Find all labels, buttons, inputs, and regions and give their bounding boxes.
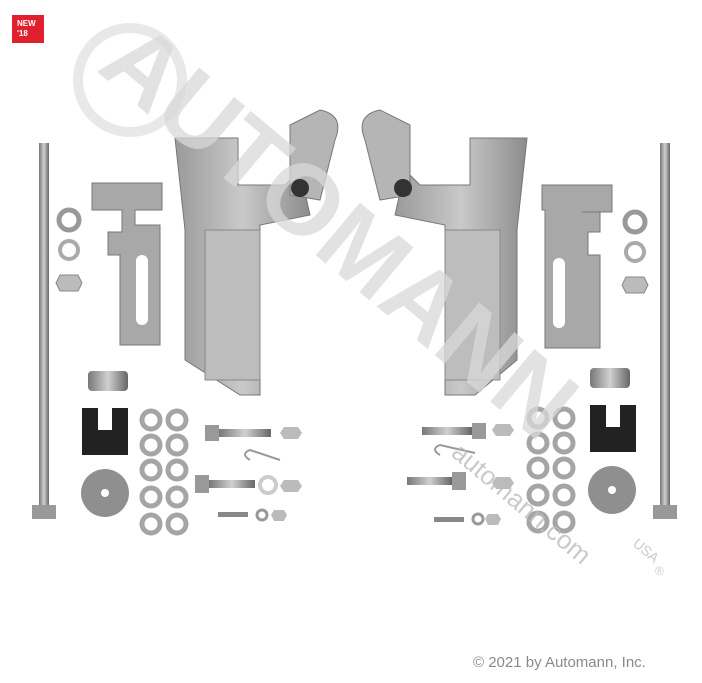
washers-nut-left: [55, 207, 83, 292]
bolts-right: [407, 423, 514, 526]
main-bracket-left: [174, 109, 339, 396]
washers-nut-right: [621, 209, 649, 294]
rubber-washer-right: [588, 466, 636, 514]
rubber-washer-left: [81, 469, 129, 517]
copyright-text: © 2021 by Automann, Inc.: [473, 654, 646, 671]
long-bolt-right: [653, 143, 677, 519]
bushing-left: [88, 371, 128, 391]
rubber-clip-right: [590, 405, 636, 452]
bushing-right: [590, 368, 630, 388]
slotted-plate-right: [541, 184, 613, 349]
badge-line2: '18: [17, 29, 28, 38]
main-bracket-right: [361, 109, 528, 396]
watermark-registered: ®: [655, 564, 664, 578]
washer-grid-left: [139, 408, 189, 536]
slotted-plate-left: [91, 182, 163, 346]
washer-grid-right: [526, 406, 576, 534]
badge-line1: NEW: [17, 19, 36, 28]
bolts-left: [195, 425, 302, 522]
watermark-suffix: USA: [630, 535, 663, 566]
long-bolt-left: [32, 143, 56, 519]
new-badge: NEW '18: [12, 15, 44, 43]
rubber-clip-left: [82, 408, 128, 455]
